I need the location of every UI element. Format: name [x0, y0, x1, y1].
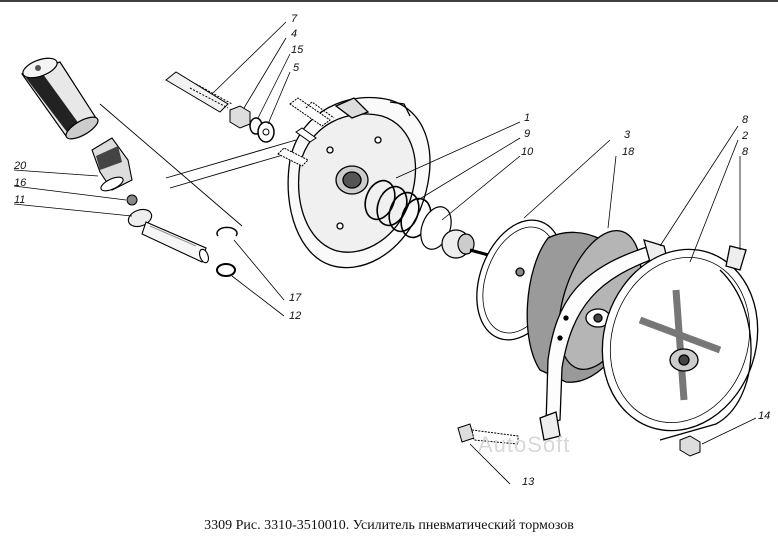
callout-14: 14: [758, 410, 771, 422]
part-16-ball: [126, 194, 138, 206]
callout-3: 3: [624, 129, 631, 141]
callout-4: 4: [291, 28, 298, 40]
callout-16: 16: [14, 177, 27, 189]
part-13-bolt: [457, 423, 519, 445]
group-bracket-2: [169, 149, 301, 189]
callout-12: 12: [289, 310, 302, 322]
callout-15: 15: [291, 44, 304, 56]
figure-caption: 3309 Рис. 3310-3510010. Усилитель пневма…: [204, 518, 574, 533]
front-housing: [287, 96, 431, 269]
leader-lines: [13, 21, 757, 485]
watermark: AutoSoft: [478, 432, 571, 457]
part-14-nut: [679, 435, 701, 457]
part-20-cylinder: [21, 57, 99, 140]
part-10-seat: [420, 206, 493, 259]
callout-20: 20: [14, 160, 27, 172]
group-bracket: [99, 103, 243, 227]
housing-studs: [277, 97, 335, 167]
part-12-ring: [216, 263, 236, 277]
part-4-nut: [229, 105, 251, 129]
callout-10: 10: [521, 146, 534, 158]
callout-11: 11: [14, 194, 26, 206]
callout-18: 18: [622, 146, 635, 158]
callout-17: 17: [289, 292, 302, 304]
group-bracket-3: [165, 139, 297, 179]
callout-7: 7: [291, 13, 298, 25]
callout-1: 1: [524, 112, 531, 124]
callout-2: 2: [742, 130, 749, 142]
part-9-spring: [364, 179, 432, 239]
part-2-rear-cover: [601, 248, 759, 432]
part-11-pusher: [127, 208, 210, 264]
callout-8-front: 8: [742, 114, 749, 126]
callout-8-rear: 8: [742, 146, 749, 158]
part-7-fitting: [165, 71, 233, 113]
part-8-clamp-band-rear: [659, 245, 752, 441]
callout-13: 13: [522, 476, 535, 488]
valve-body: [91, 137, 133, 192]
callout-5: 5: [293, 62, 300, 74]
part-17-snap-ring: [216, 226, 238, 237]
callout-9: 9: [524, 128, 531, 140]
